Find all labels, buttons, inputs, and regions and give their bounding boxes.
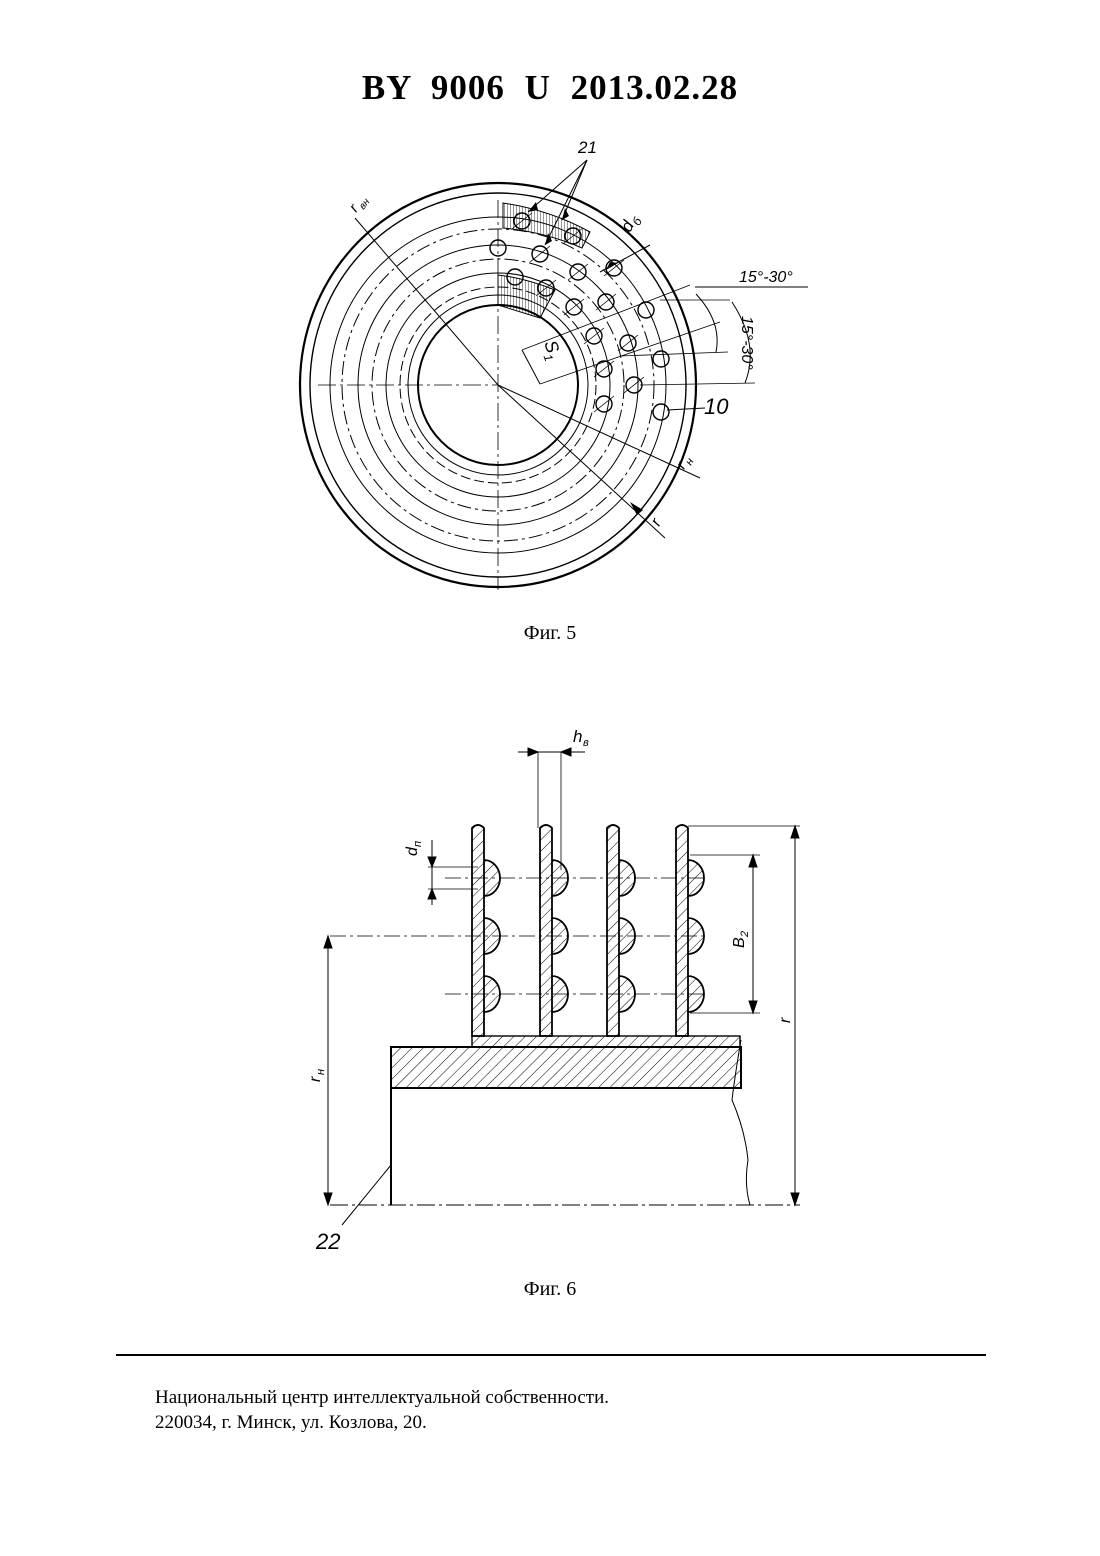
r-label-fig6: r [777,1017,794,1023]
footer: Национальный центр интеллектуальной собс… [155,1385,609,1435]
figure-5-drawing [300,160,808,590]
figure-5-caption: Фиг. 5 [0,622,1100,645]
angle-label-1: 15°-30° [739,269,793,286]
ref-10-label: 10 [704,394,729,419]
b2-sub: 2 [739,931,751,938]
hv-label: h [573,727,582,746]
figure-6-caption: Фиг. 6 [0,1278,1100,1301]
footer-line-2: 220034, г. Минск, ул. Козлова, 20. [155,1410,609,1435]
footer-divider [116,1354,986,1356]
dp-sub: п [412,841,424,847]
fin-4 [676,825,704,1036]
fin-3 [607,825,635,1036]
base-plate [391,1047,741,1088]
rn-label-fig6: r [307,1076,324,1082]
rvn-leader [355,218,498,385]
hv-sub: в [583,737,589,749]
figure-6-drawing [324,748,800,1225]
s1-sub: 1 [541,352,556,363]
b2-label: B [731,937,748,948]
footer-line-1: Национальный центр интеллектуальной собс… [155,1385,609,1410]
ref-21-label: 21 [577,138,597,157]
fin-1 [472,825,500,1036]
angle-label-2: 15°-30° [738,316,755,370]
r-label: r [648,515,666,529]
rn-sub-fig6: н [315,1069,327,1075]
fin-2 [540,825,568,1036]
rn-leader [498,385,700,478]
ref-22-label: 22 [315,1229,340,1254]
